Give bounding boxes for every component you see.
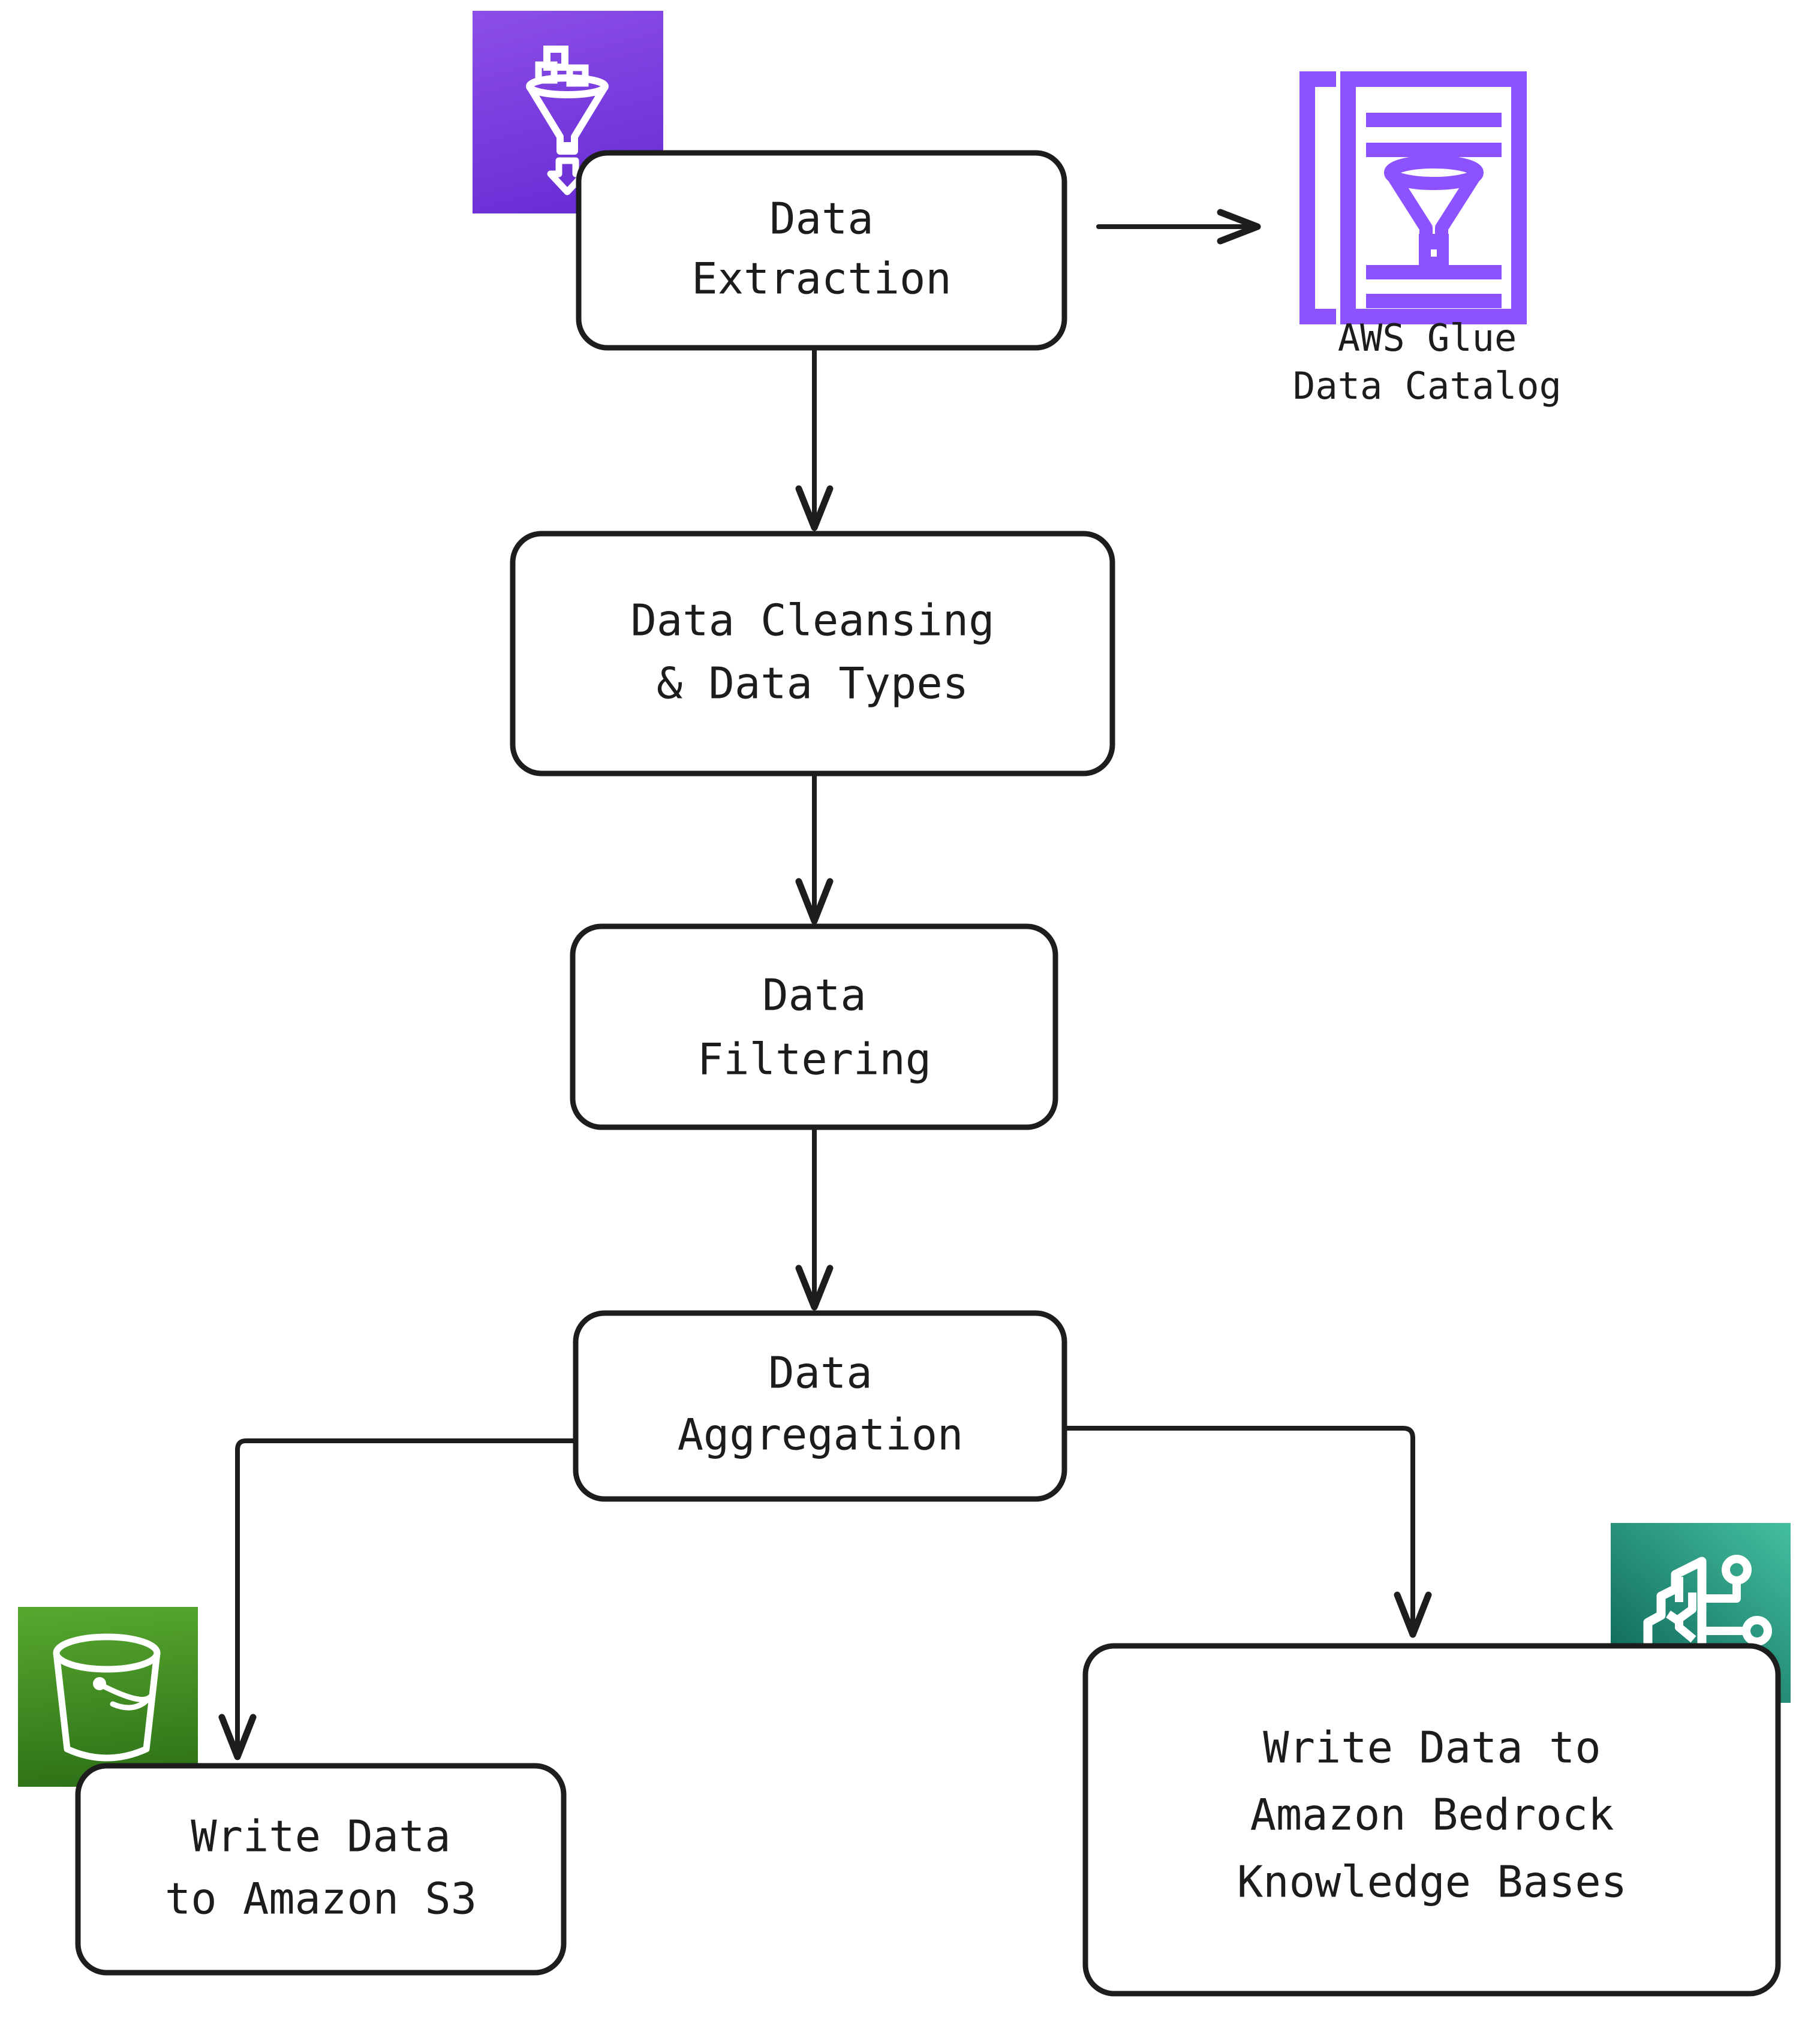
node-write-bedrock-line3: Knowledge Bases [1237, 1857, 1627, 1907]
node-data-aggregation[interactable]: Data Aggregation [573, 1310, 1067, 1502]
node-data-cleansing[interactable]: Data Cleansing & Data Types [510, 531, 1115, 776]
node-write-s3-box[interactable] [75, 1763, 567, 1976]
edge-aggregation-to-bedrock [1061, 1426, 1432, 1638]
edge-extraction-to-glue-catalog [1096, 209, 1261, 245]
aws-glue-data-catalog-icon [1299, 71, 1527, 324]
node-write-bedrock[interactable]: Write Data to Amazon Bedrock Knowledge B… [1082, 1643, 1781, 1997]
node-data-cleansing-box[interactable] [510, 531, 1115, 776]
glue-catalog-caption-line2: Data Catalog [1293, 364, 1562, 408]
aws-glue-extraction-icon [473, 11, 663, 213]
node-data-filtering[interactable]: Data Filtering [570, 923, 1058, 1130]
node-write-bedrock-line1: Write Data to [1263, 1723, 1601, 1773]
node-write-bedrock-box[interactable] [1082, 1643, 1781, 1997]
node-write-s3-line1: Write Data [191, 1811, 450, 1862]
node-data-extraction[interactable]: Data Extraction [576, 150, 1067, 351]
node-write-s3[interactable]: Write Data to Amazon S3 [75, 1763, 567, 1976]
edge-extraction-to-cleansing [795, 347, 834, 531]
node-data-filtering-line1: Data [762, 970, 866, 1021]
edge-aggregation-to-s3 [218, 1438, 579, 1760]
node-data-filtering-box[interactable] [570, 923, 1058, 1130]
node-data-cleansing-line1: Data Cleansing [631, 595, 995, 646]
node-data-cleansing-line2: & Data Types [657, 658, 968, 709]
edge-cleansing-to-filtering [795, 772, 834, 925]
node-data-aggregation-line2: Aggregation [678, 1410, 964, 1460]
glue-catalog-caption-line1: AWS Glue [1338, 316, 1517, 360]
node-data-extraction-line1: Data [769, 194, 873, 244]
node-data-aggregation-line1: Data [768, 1348, 872, 1398]
edge-filtering-to-aggregation [795, 1126, 834, 1311]
node-data-filtering-line2: Filtering [697, 1034, 931, 1085]
node-data-extraction-line2: Extraction [691, 254, 951, 304]
node-write-bedrock-line2: Amazon Bedrock [1250, 1790, 1614, 1840]
node-data-extraction-box[interactable] [576, 150, 1067, 351]
node-data-aggregation-box[interactable] [573, 1310, 1067, 1502]
amazon-s3-bucket-icon [18, 1607, 198, 1787]
node-write-s3-line2: to Amazon S3 [165, 1874, 477, 1924]
